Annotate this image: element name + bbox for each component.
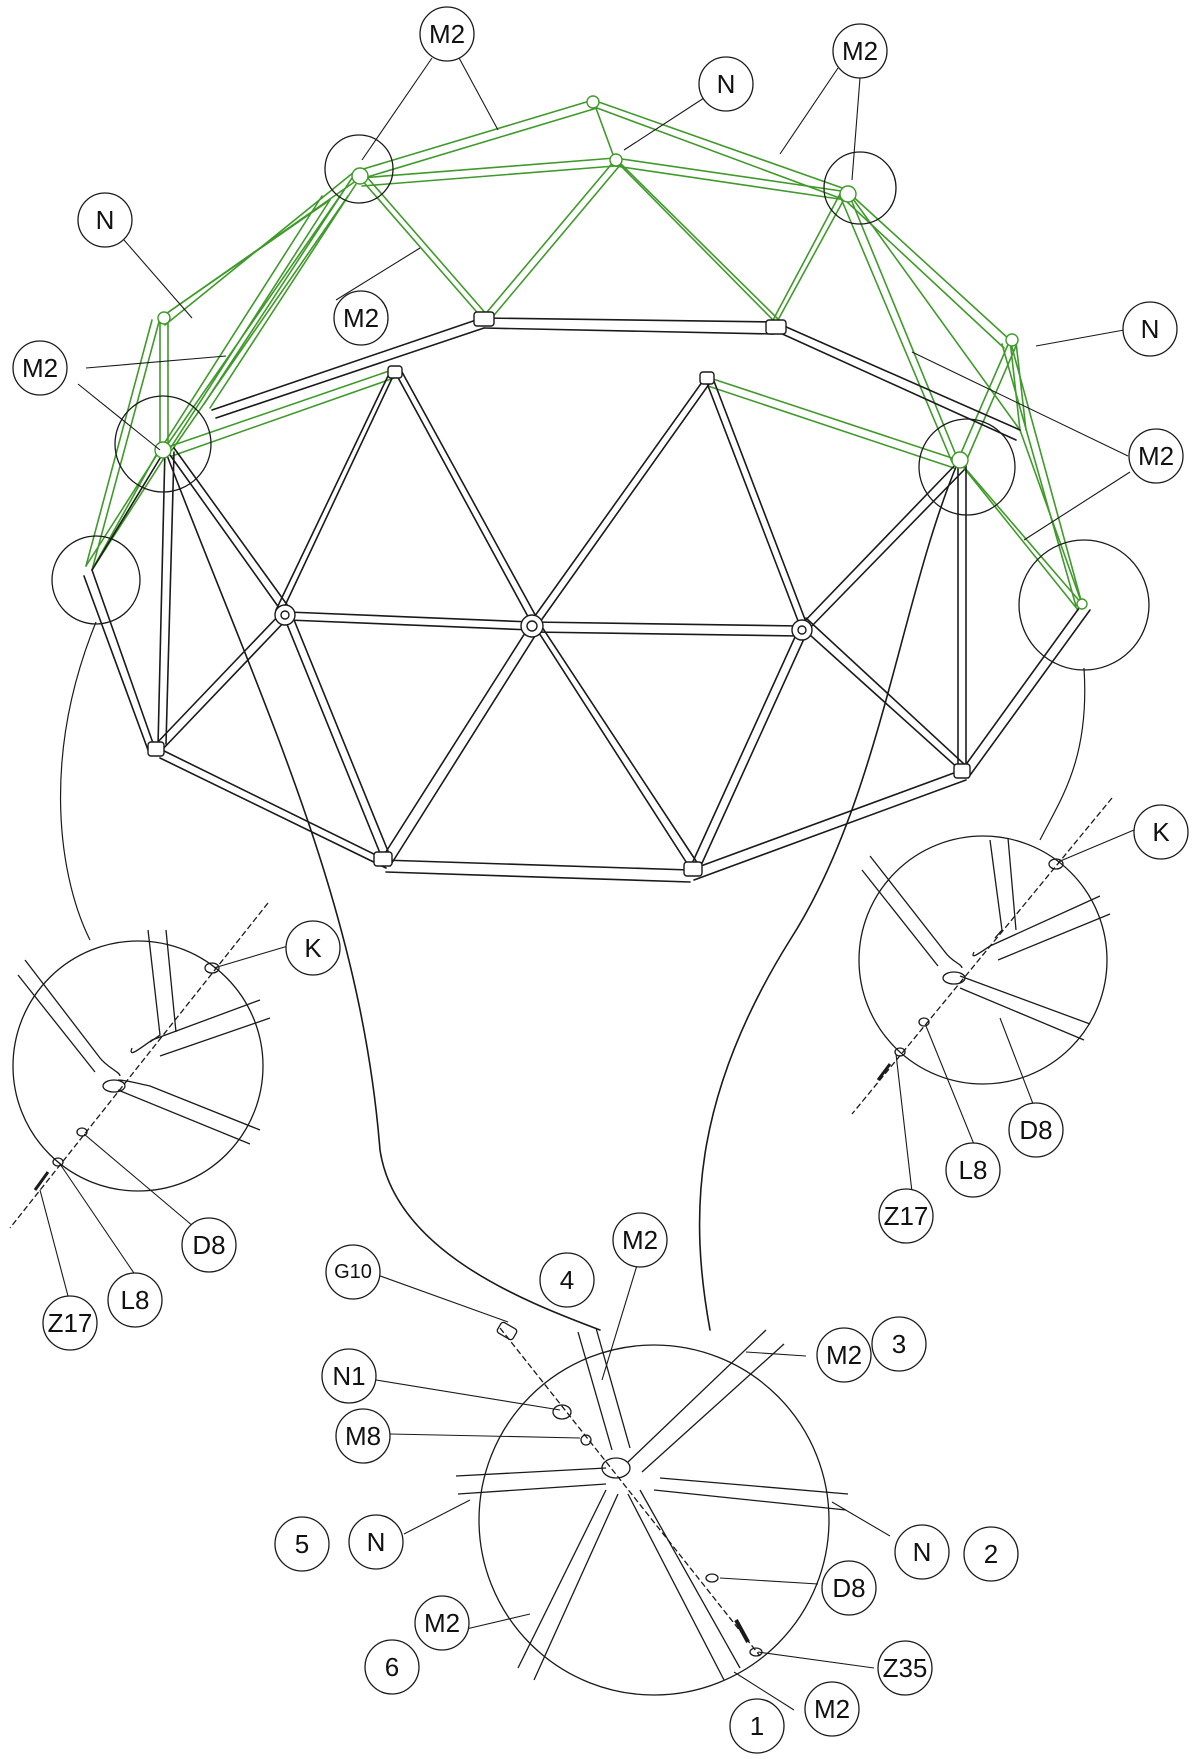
label-m2-top-2: M2 <box>842 36 878 66</box>
lower-dome-struts <box>83 317 1091 1331</box>
label-d8-left: D8 <box>192 1230 225 1260</box>
detail-leader-curves <box>59 621 1086 941</box>
callout-labels: M2 N M2 N M2 M2 N M2 K D8 L8 Z17 K D8 L8… <box>22 19 1174 1741</box>
label-m2-left: M2 <box>22 353 58 383</box>
highlighted-hubs <box>154 95 1088 610</box>
detail-callout-circles <box>51 134 1150 671</box>
label-n-hub-left: N <box>367 1527 386 1557</box>
label-num-4: 4 <box>560 1265 574 1295</box>
label-k-left: K <box>304 933 322 963</box>
label-d8-right: D8 <box>1019 1115 1052 1145</box>
label-l8-right: L8 <box>959 1155 988 1185</box>
right-detail-view <box>851 797 1113 1115</box>
label-k-right: K <box>1152 817 1170 847</box>
label-n-top: N <box>717 69 736 99</box>
label-m2-hub-1: M2 <box>814 1694 850 1724</box>
label-num-3: 3 <box>892 1329 906 1359</box>
label-m2-mid: M2 <box>343 303 379 333</box>
label-m8: M8 <box>345 1421 381 1451</box>
label-z35: Z35 <box>883 1653 928 1683</box>
hub-detail-view <box>455 1321 849 1696</box>
hub-joints <box>147 311 971 877</box>
label-n-right: N <box>1141 314 1160 344</box>
label-m2-hub-6: M2 <box>424 1608 460 1638</box>
label-n-left: N <box>96 205 115 235</box>
callout-bubbles <box>12 6 1189 1754</box>
label-n1: N1 <box>332 1361 365 1391</box>
label-n-hub-right: N <box>913 1537 932 1567</box>
label-num-1: 1 <box>750 1711 764 1741</box>
label-num-5: 5 <box>295 1529 309 1559</box>
label-m2-top-1: M2 <box>429 19 465 49</box>
label-z17-right: Z17 <box>884 1201 929 1231</box>
label-num-6: 6 <box>385 1652 399 1682</box>
label-num-2: 2 <box>984 1539 998 1569</box>
label-l8-left: L8 <box>121 1285 150 1315</box>
label-m2-hub-top: M2 <box>622 1225 658 1255</box>
label-d8-hub: D8 <box>832 1573 865 1603</box>
label-z17-left: Z17 <box>48 1308 93 1338</box>
label-g10: G10 <box>334 1261 372 1283</box>
label-m2-hub-3: M2 <box>826 1340 862 1370</box>
label-m2-right: M2 <box>1138 441 1174 471</box>
left-detail-view <box>9 902 271 1229</box>
